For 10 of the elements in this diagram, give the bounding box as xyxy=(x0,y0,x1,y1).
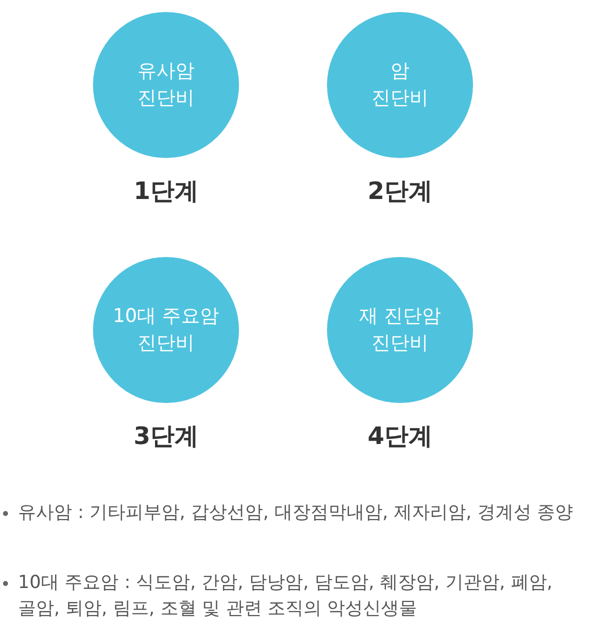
node-label: 재 진단암 진단비 xyxy=(358,304,442,356)
node-label: 10대 주요암 진단비 xyxy=(112,304,220,356)
stage-label: 1단계 xyxy=(132,176,200,207)
stage-label: 2단계 xyxy=(366,176,434,207)
note-text: 10대 주요암 : 식도암, 간암, 담낭암, 담도암, 췌장암, 기관암, 폐암, 골암, 퇴암, 림프, 조혈 및 관련 조직의 악성신생물 xyxy=(18,571,554,621)
node-label: 유사암 진단비 xyxy=(136,59,196,111)
note-text: 유사암 : 기타피부암, 갑상선암, 대장점막내암, 제자리암, 경계성 종양 xyxy=(18,501,574,525)
stage-label: 3단계 xyxy=(132,421,200,452)
stage-label: 4단계 xyxy=(366,421,434,452)
node-label: 암 진단비 xyxy=(370,59,430,111)
